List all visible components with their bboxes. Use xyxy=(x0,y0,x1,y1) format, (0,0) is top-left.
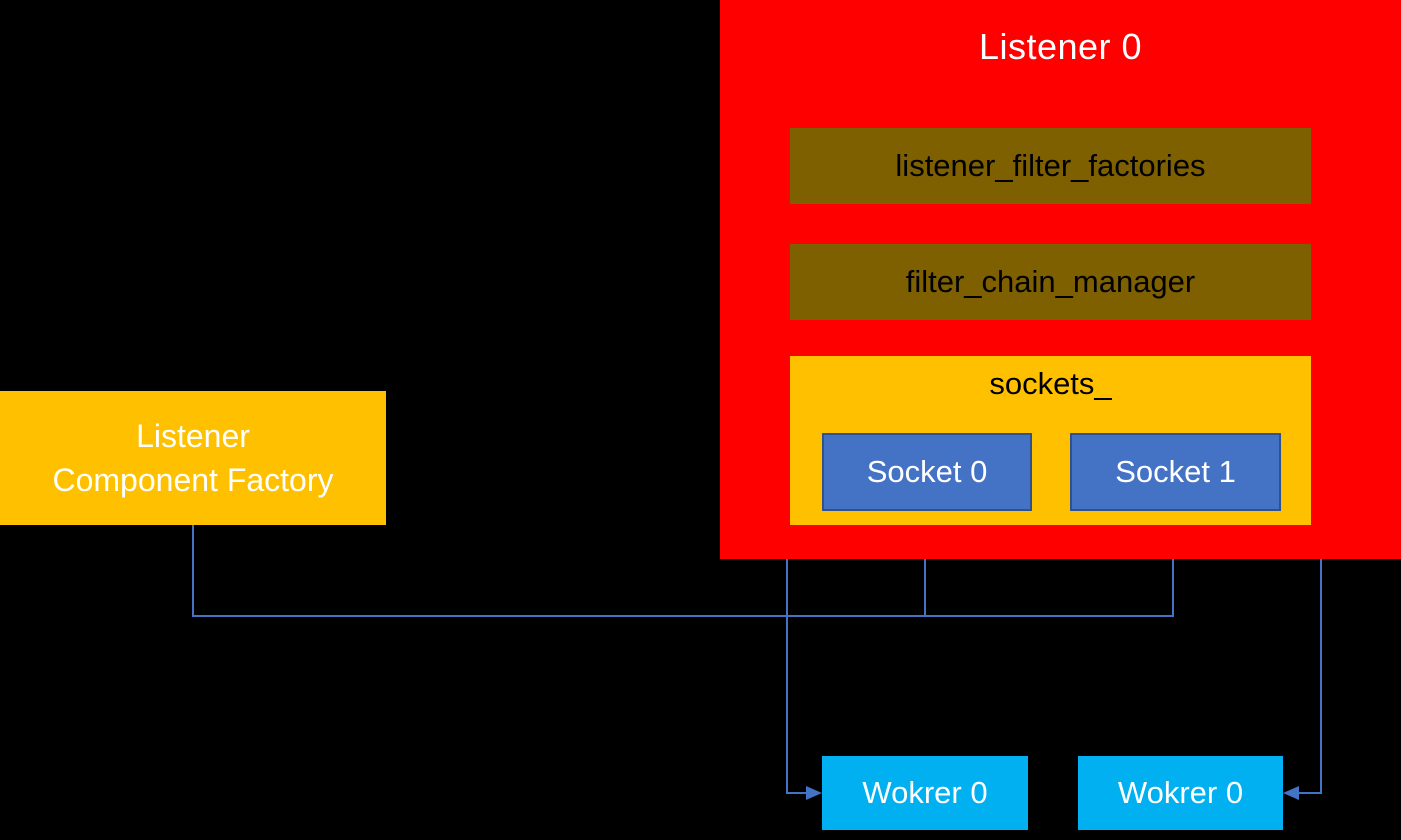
worker-left-box: Wokrer 0 xyxy=(822,756,1028,830)
factory-label-line2: Component Factory xyxy=(52,462,334,498)
listener-0-group: Listener 0 listener_filter_factories fil… xyxy=(720,0,1401,559)
sockets-label: sockets_ xyxy=(989,366,1112,401)
listener-0-title: Listener 0 xyxy=(978,26,1143,67)
arrowhead-into-worker-left xyxy=(806,786,822,800)
socket-0-box: Socket 0 xyxy=(822,433,1032,511)
socket-1-box: Socket 1 xyxy=(1070,433,1281,511)
filter-chain-manager-box: filter_chain_manager xyxy=(790,244,1311,320)
arrowhead-into-worker-right xyxy=(1283,786,1299,800)
worker-right-box: Wokrer 0 xyxy=(1078,756,1283,830)
listener-filter-factories-box: listener_filter_factories xyxy=(790,128,1311,204)
listener-component-factory-box: Listener Component Factory xyxy=(0,391,386,525)
factory-label-line1: Listener xyxy=(136,417,250,454)
sockets-container: sockets_ Socket 0 Socket 1 xyxy=(790,356,1311,525)
